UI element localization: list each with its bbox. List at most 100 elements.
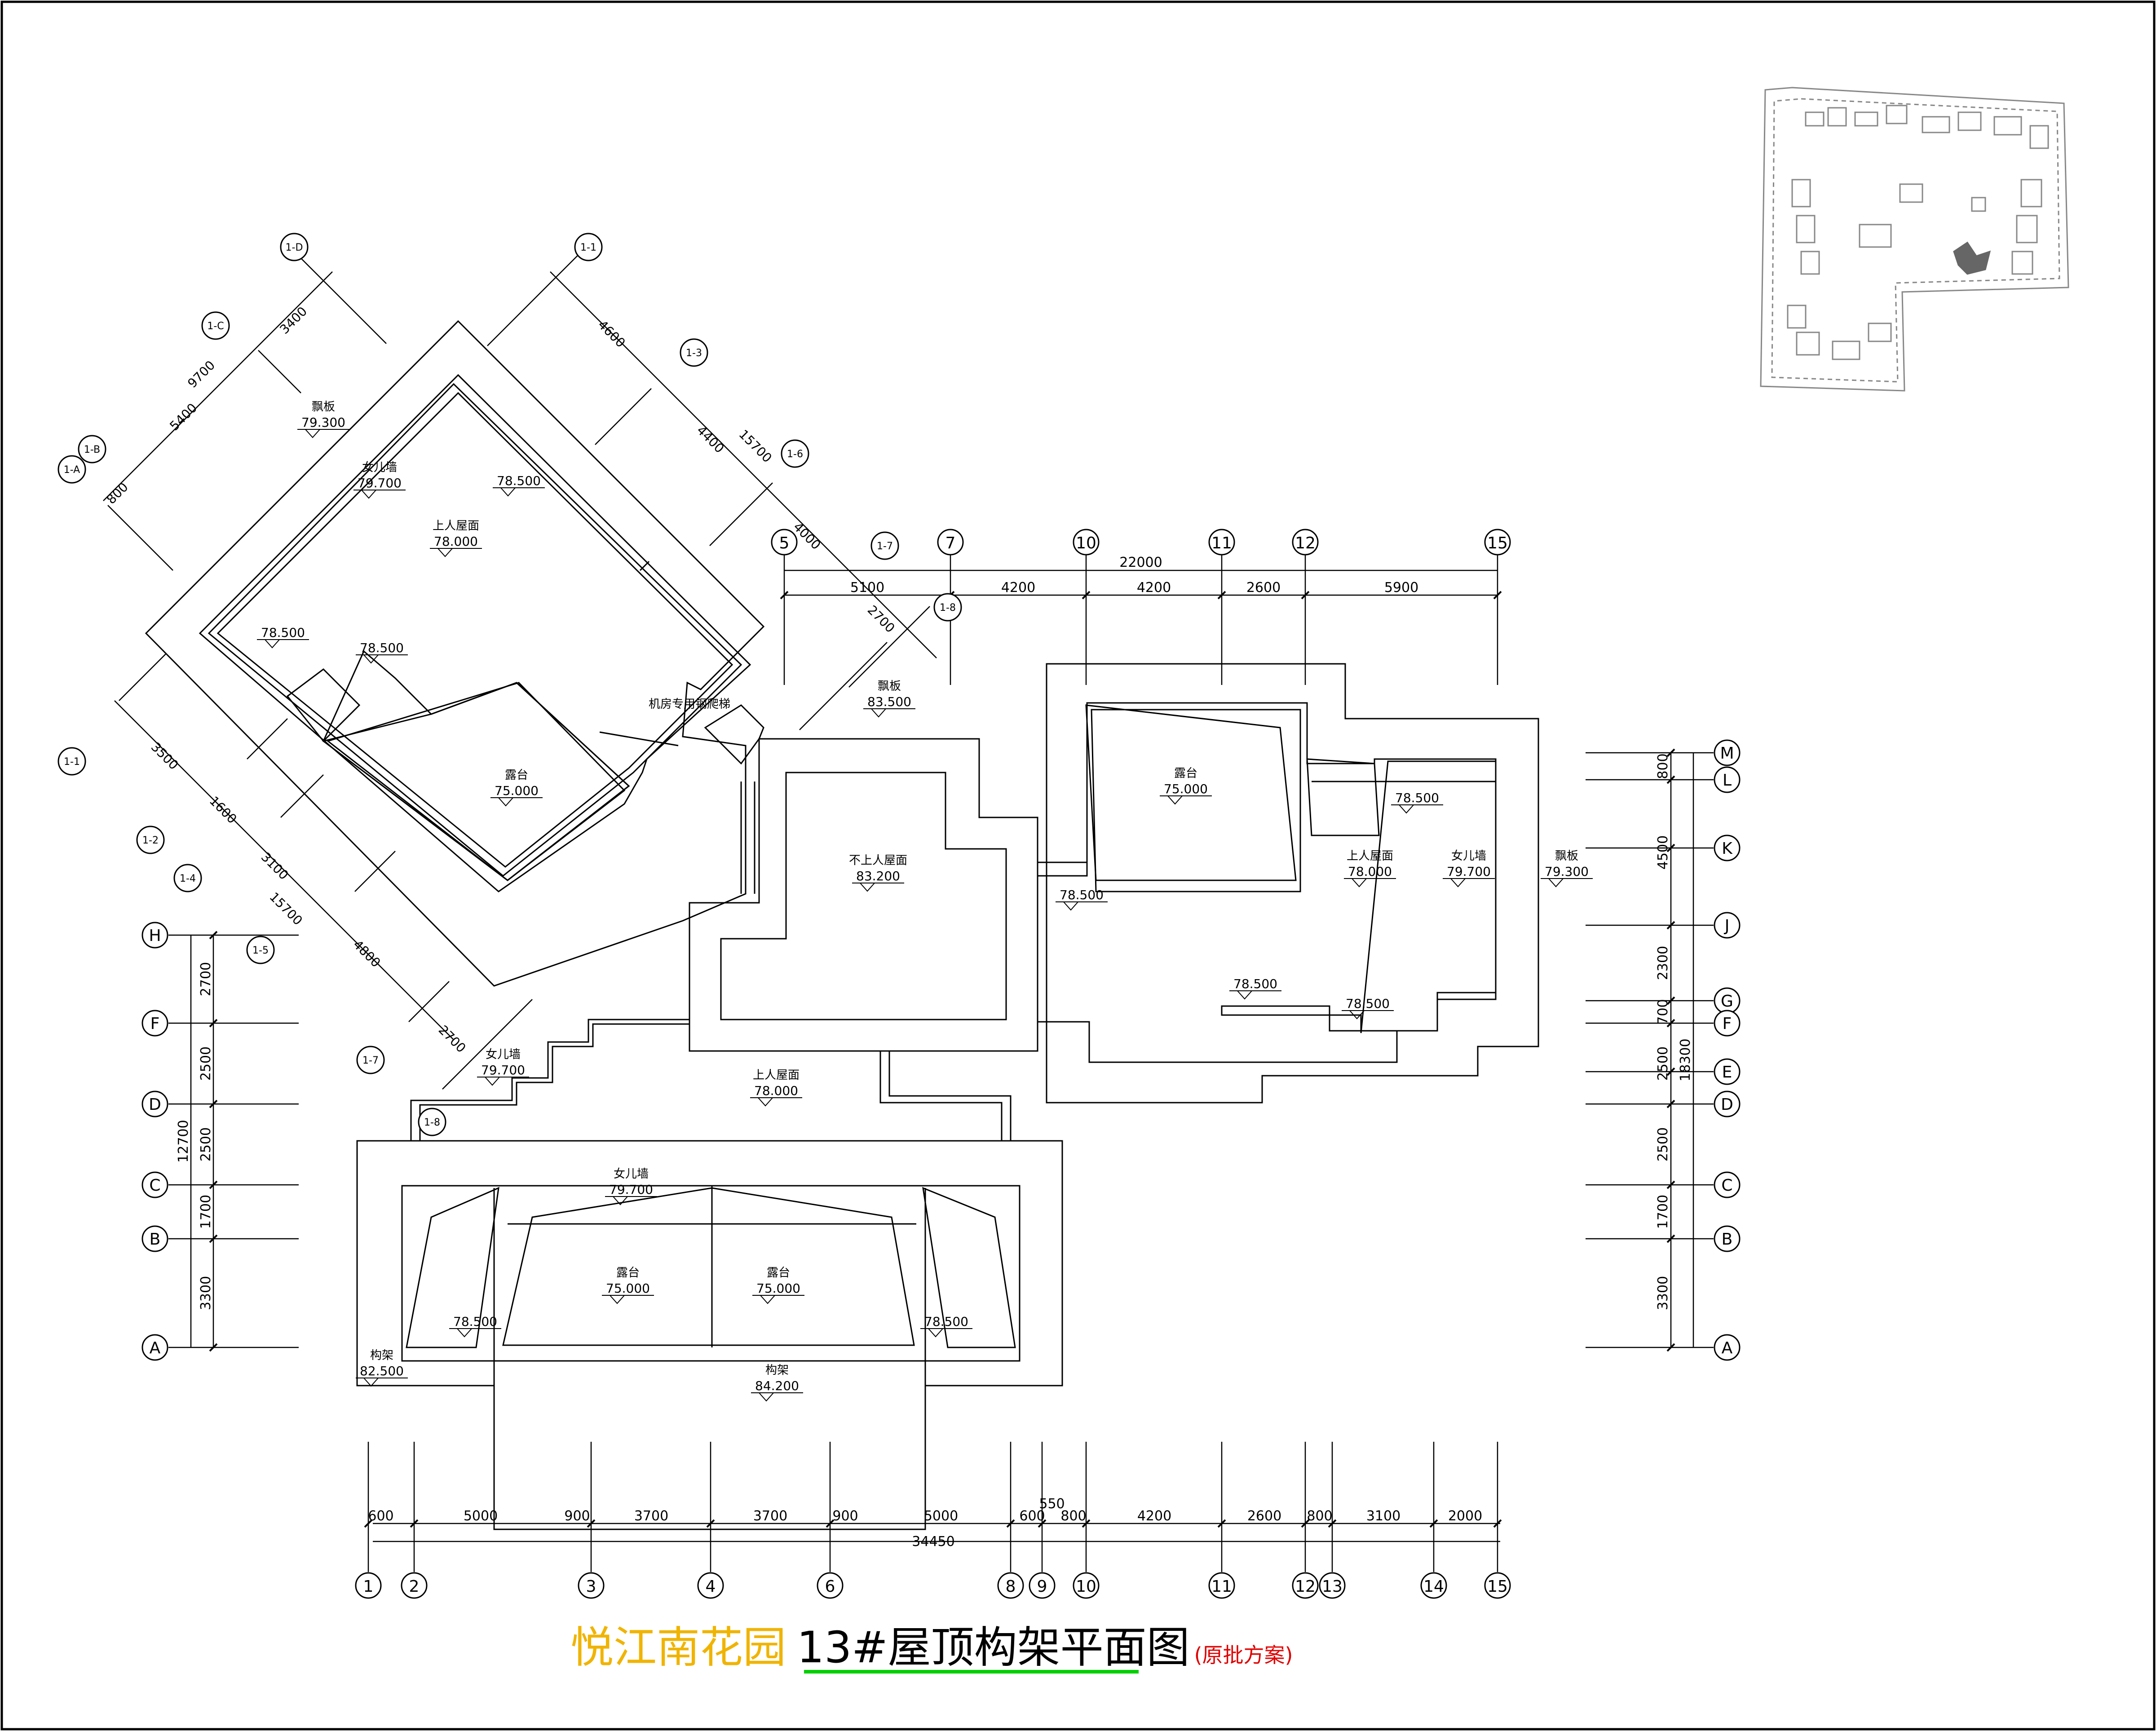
elevation-marker-icon xyxy=(499,487,517,497)
axis-label-right: A xyxy=(1722,1339,1733,1357)
axis-label-left: B xyxy=(150,1230,161,1249)
axis-bubble xyxy=(1484,1572,1511,1599)
axis-label-bottom: 9 xyxy=(1037,1577,1047,1596)
dim-diag-sw-0: 3500 xyxy=(148,739,181,773)
elevation-marker-icon xyxy=(1547,878,1564,888)
dim-right-1: 4500 xyxy=(1655,835,1671,870)
dim-tick xyxy=(706,1519,715,1528)
dim-right-4: 2500 xyxy=(1655,1047,1671,1081)
axis-diag-top-2: 1-6 xyxy=(787,449,803,460)
dim-tick xyxy=(1038,1519,1047,1528)
axis-label-bottom: 10 xyxy=(1076,1577,1096,1596)
dim-tick xyxy=(209,1234,218,1243)
axis-bubble xyxy=(141,1171,168,1198)
axis-bubble xyxy=(1714,1058,1741,1085)
elevation-value: 83.200 xyxy=(856,869,900,883)
axis-label-left: H xyxy=(149,927,161,945)
dim-left-2: 2500 xyxy=(198,1127,214,1161)
elevation-marker-icon xyxy=(362,1378,380,1387)
axis-label-bottom: 4 xyxy=(706,1577,716,1596)
elevation-marker-icon xyxy=(859,883,876,892)
axis-label-right: G xyxy=(1721,992,1733,1011)
axis-bubble xyxy=(141,1010,168,1037)
area-name: 女儿墙 xyxy=(1451,849,1486,863)
elevation-value: 75.000 xyxy=(495,783,539,798)
area-name: 露台 xyxy=(505,768,528,782)
axis-label-left: D xyxy=(149,1095,161,1114)
project-name: 悦江南花园 xyxy=(570,1622,786,1673)
dim-diag-ne-3: 800 xyxy=(104,480,131,507)
elevation-marker-icon xyxy=(484,1077,501,1086)
axis-bubble xyxy=(997,1572,1024,1599)
axis-label-bottom: 6 xyxy=(825,1577,835,1596)
axis-bubble xyxy=(1208,529,1235,556)
dim-tick xyxy=(1666,748,1675,757)
axis-diag-top-0: 1-1 xyxy=(580,242,596,253)
dim-diag-top-1: 15700 xyxy=(736,427,775,465)
elevation-marker-icon xyxy=(437,548,454,557)
elevation-marker-icon xyxy=(304,429,321,438)
axis-label-left: F xyxy=(150,1015,160,1033)
axis-diag-ne-0: 1-D xyxy=(286,242,303,253)
key-plan xyxy=(1760,87,2069,392)
dim-bottom-4: 3700 xyxy=(753,1508,787,1524)
dim-diag-sw-3: 15700 xyxy=(267,889,305,928)
diagonal-top-axes: 1-1 1-3 1-6 1-7 1-8 4600 15700 4400 4000… xyxy=(574,233,962,636)
elevation-marker-icon xyxy=(612,1196,629,1206)
dim-bottom-5: 900 xyxy=(832,1508,858,1524)
axis-label-top: 12 xyxy=(1295,534,1316,552)
dim-tick xyxy=(1666,1067,1675,1076)
elevation-marker-icon xyxy=(927,1328,944,1338)
dim-top-0: 5100 xyxy=(850,580,884,596)
dim-diag-sw-2: 3100 xyxy=(258,849,292,883)
dim-right-total: 18300 xyxy=(1678,1038,1693,1081)
title-underline xyxy=(804,1670,1139,1674)
elevation-value: 78.500 xyxy=(360,640,404,655)
drawing-title: 13#屋顶构架平面图 xyxy=(797,1622,1190,1673)
axis-diag-top-4: 1-8 xyxy=(940,602,956,614)
left-dimensions: 2700 2500 2500 1700 3300 12700 xyxy=(176,962,214,1310)
dim-tick xyxy=(209,931,218,940)
elevation-marker-icon xyxy=(758,1392,775,1402)
dim-left-total: 12700 xyxy=(176,1120,191,1162)
area-name: 上人屋面 xyxy=(753,1069,800,1082)
dim-tick xyxy=(209,1180,218,1189)
elevation-marker-icon xyxy=(360,490,377,499)
dim-tick xyxy=(209,1100,218,1108)
dim-bottom-11: 2600 xyxy=(1247,1508,1281,1524)
elevation-value: 75.000 xyxy=(756,1281,800,1296)
area-name: 女儿墙 xyxy=(486,1048,521,1061)
dim-tick xyxy=(1301,1519,1310,1528)
dim-top-2: 4200 xyxy=(1137,580,1171,596)
dim-left-1: 2500 xyxy=(198,1047,214,1081)
axis-label-right: E xyxy=(1722,1063,1732,1082)
area-name: 不上人屋面 xyxy=(849,854,907,867)
elevation-marker-icon xyxy=(1398,804,1415,814)
elevation-value: 79.300 xyxy=(301,415,345,430)
elevation-marker-icon xyxy=(1062,901,1079,911)
axis-bubble xyxy=(401,1572,428,1599)
axis-label-left: A xyxy=(150,1339,161,1357)
dim-bottom-2: 900 xyxy=(564,1508,590,1524)
axis-bubble xyxy=(1073,1572,1100,1599)
axis-label-top: 15 xyxy=(1487,534,1508,552)
dim-diag-ne-2: 5400 xyxy=(167,400,200,433)
dim-diag-top-4: 2700 xyxy=(865,602,898,636)
dim-right-6: 1700 xyxy=(1655,1195,1671,1229)
top-dimensions: 5100 4200 4200 2600 5900 22000 xyxy=(850,555,1418,596)
area-name: 构架 xyxy=(765,1364,789,1377)
axis-label-bottom: 11 xyxy=(1211,1577,1232,1596)
axis-label-right: D xyxy=(1721,1095,1733,1114)
axis-diag-sw-3: 1-5 xyxy=(252,945,269,956)
axis-bubble xyxy=(141,1225,168,1252)
axis-diag-sw-1: 1-2 xyxy=(142,835,159,846)
axis-label-bottom: 1 xyxy=(363,1577,374,1596)
elevation-value: 78.500 xyxy=(1346,996,1390,1011)
axis-bubble xyxy=(1714,1091,1741,1117)
elevation-marker-icon xyxy=(264,639,281,649)
dim-tick xyxy=(1666,1100,1675,1108)
axis-label-bottom: 13 xyxy=(1322,1577,1343,1596)
axis-label-bottom: 14 xyxy=(1423,1577,1444,1596)
